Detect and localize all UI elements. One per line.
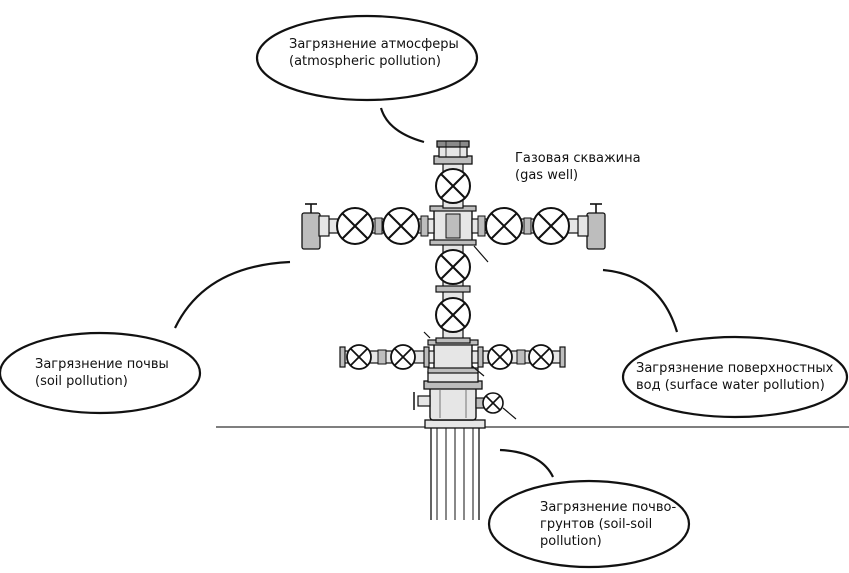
soil-ground-label-line-3: pollution): [540, 534, 602, 549]
soil-ground-label-line-1: Загрязнение почво-: [540, 500, 677, 515]
upper-left-valves: [301, 203, 435, 250]
soil-connector: [174, 260, 291, 329]
master-valves: [435, 239, 471, 344]
wellhead-base: [413, 371, 517, 421]
gas-well-label: Газовая скважина (gas well): [515, 150, 641, 184]
gas-well-label-line-2: (gas well): [515, 168, 579, 183]
soil-label-line-1: Загрязнение почвы: [35, 357, 169, 372]
swab-valve-and-cap: [433, 140, 473, 209]
lower-right-valves: [471, 344, 566, 370]
soil-callout-ellipse: [0, 331, 202, 415]
upper-right-valves: [471, 203, 606, 250]
surface-water-connector: [602, 268, 679, 333]
surface-water-callout-ellipse: [621, 335, 849, 419]
atmosphere-label-line-2: (atmospheric pollution): [289, 54, 441, 69]
well-casing: [424, 419, 486, 520]
surface-water-label-line-2: вод (surface water pollution): [636, 378, 825, 393]
gas-well-label-line-1: Газовая скважина: [515, 151, 641, 166]
lower-left-valves: [339, 344, 435, 370]
atmosphere-connector: [379, 107, 425, 144]
surface-water-label-line-1: Загрязнение поверхностных: [636, 361, 834, 376]
atmosphere-label-line-1: Загрязнение атмосферы: [289, 37, 459, 52]
surface-water-label: Загрязнение поверхностных вод (surface w…: [636, 360, 833, 394]
soil-ground-label: Загрязнение почво- грунтов (soil-soil po…: [540, 499, 676, 550]
soil-label-line-2: (soil pollution): [35, 374, 128, 389]
atmosphere-callout-ellipse: [255, 14, 479, 102]
soil-ground-callout-ellipse: [487, 479, 691, 569]
atmosphere-label: Загрязнение атмосферы (atmospheric pollu…: [289, 36, 459, 70]
soil-ground-connector: [499, 448, 554, 478]
soil-ground-label-line-2: грунтов (soil-soil: [540, 517, 653, 532]
soil-label: Загрязнение почвы (soil pollution): [35, 356, 169, 390]
upper-cross: [429, 205, 489, 263]
